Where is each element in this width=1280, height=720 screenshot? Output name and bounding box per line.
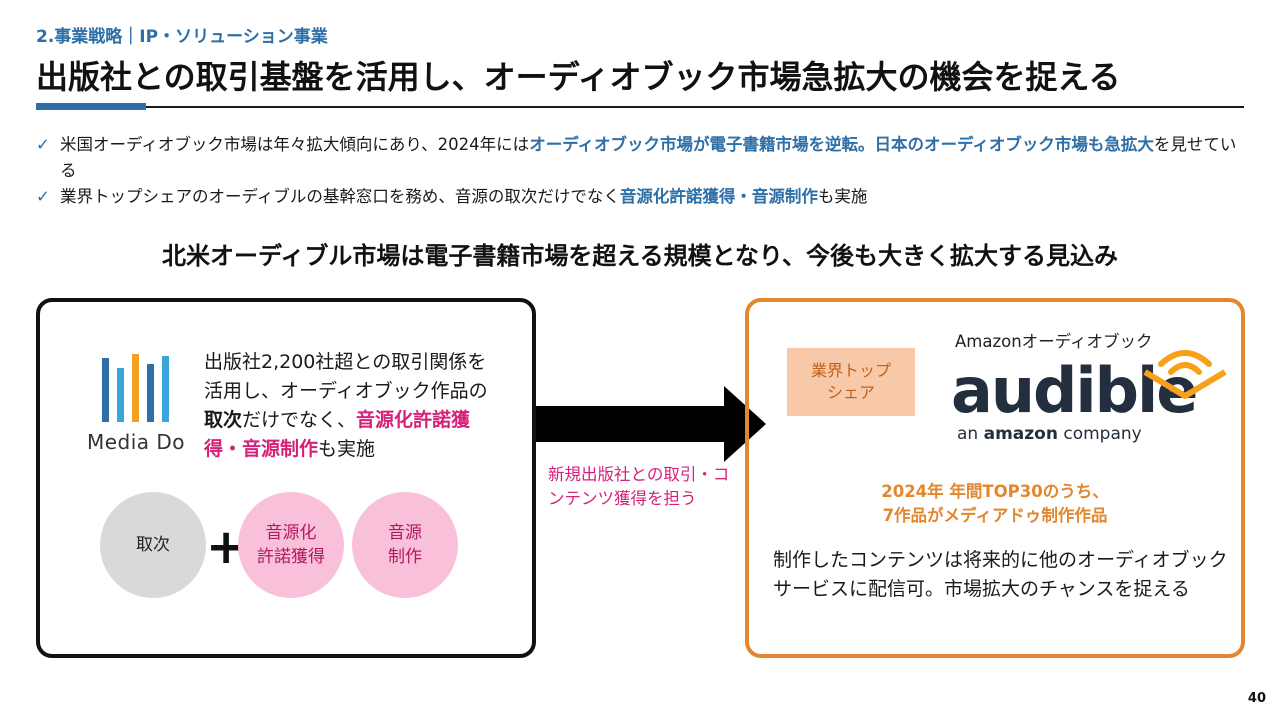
subheading: 北米オーディブル市場は電子書籍市場を超える規模となり、今後も大きく拡大する見込み [162, 242, 1118, 270]
page-title: 出版社との取引基盤を活用し、オーディオブック市場急拡大の機会を捉える [36, 58, 1121, 96]
media-do-logo: Media Do [78, 350, 194, 462]
bullet-list: ✓ 米国オーディオブック市場は年々拡大傾向にあり、2024年にはオーディオブック… [36, 132, 1251, 210]
arrow-right-icon [536, 386, 766, 462]
bullet-highlight: オーディオブック市場が電子書籍市場を逆転。日本のオーディオブック市場も急拡大 [529, 135, 1154, 154]
bullet-text: も実施 [817, 187, 868, 206]
amazon-audiobook-label: Amazonオーディオブック [955, 332, 1153, 351]
media-do-panel: Media Do 出版社2,200社超との取引関係を活用し、オーディオブック作品… [36, 298, 536, 658]
audible-signal-icon [1143, 350, 1227, 399]
section-label: 2.事業戦略｜IP・ソリューション事業 [36, 27, 328, 47]
media-do-wordmark: Media Do [86, 430, 186, 454]
circle-distribution: 取次 [100, 492, 206, 598]
circle-licensing: 音源化 許諾獲得 [238, 492, 344, 598]
arrow-caption: 新規出版社との取引・コンテンツ獲得を担う [548, 465, 730, 508]
bullet-text: 米国オーディオブック市場は年々拡大傾向にあり、2024年には [60, 135, 530, 154]
bullet-highlight: 音源化許諾獲得・音源制作 [619, 187, 818, 206]
check-icon: ✓ [36, 135, 50, 154]
media-do-description: 出版社2,200社超との取引関係を活用し、オーディオブック作品の取次だけでなく、… [204, 351, 488, 460]
audible-logo: audible [951, 354, 1198, 427]
audible-description: 制作したコンテンツは将来的に他のオーディオブックサービスに配信可。市場拡大のチャ… [773, 549, 1228, 600]
top30-highlight: 2024年 年間TOP30のうち、 7作品がメディアドゥ制作作品 [881, 482, 1109, 525]
check-icon: ✓ [36, 187, 50, 206]
top-share-badge: 業界トップ シェア [787, 348, 915, 416]
circle-production: 音源 制作 [352, 492, 458, 598]
amazon-company-tagline: an amazon company [957, 424, 1142, 444]
bullet-text: 業界トップシェアのオーディブルの基幹窓口を務め、音源の取次だけでなく [60, 187, 620, 206]
bullet-text: を見せている [60, 135, 1237, 180]
page-number: 40 [1247, 691, 1266, 706]
title-accent-bar [36, 103, 146, 110]
audible-panel: 業界トップ シェア Amazonオーディオブック audible an amaz… [745, 298, 1245, 658]
bullet-item: ✓ 業界トップシェアのオーディブルの基幹窓口を務め、音源の取次だけでなく音源化許… [36, 184, 1251, 210]
media-do-bars-icon [102, 354, 169, 422]
title-divider [36, 106, 1244, 108]
bullet-item: ✓ 米国オーディオブック市場は年々拡大傾向にあり、2024年にはオーディオブック… [36, 132, 1251, 184]
